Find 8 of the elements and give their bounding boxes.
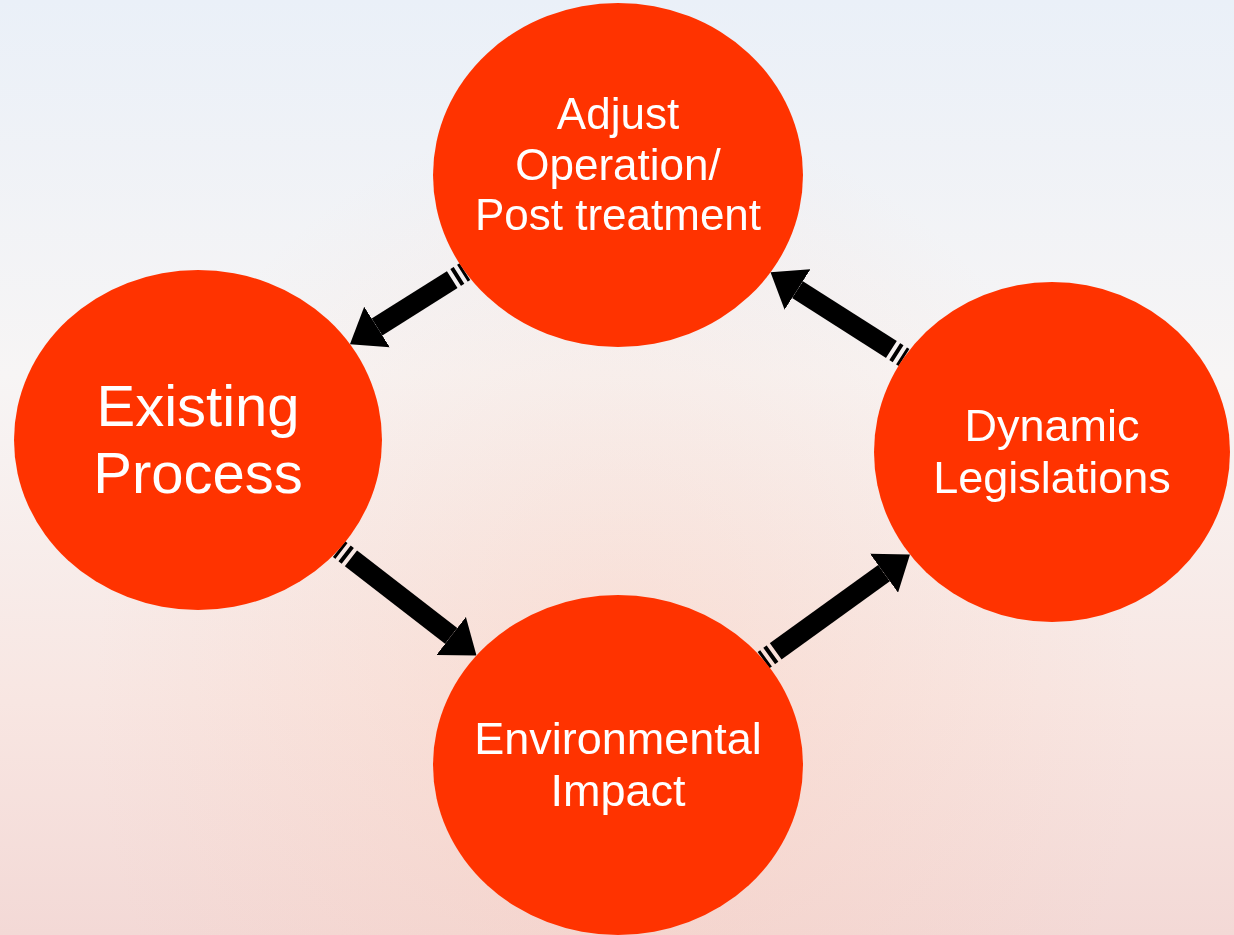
- striped-block-arrow: [349, 263, 471, 348]
- node-label: Existing Process: [92, 373, 304, 507]
- striped-block-arrow: [770, 269, 910, 366]
- striped-block-arrow: [757, 553, 910, 669]
- striped-block-arrow: [332, 541, 477, 656]
- node-label: Environmental Impact: [473, 713, 763, 817]
- node-label: Adjust Operation/ Post treatment: [473, 89, 763, 241]
- node-label: Dynamic Legislations: [932, 400, 1172, 504]
